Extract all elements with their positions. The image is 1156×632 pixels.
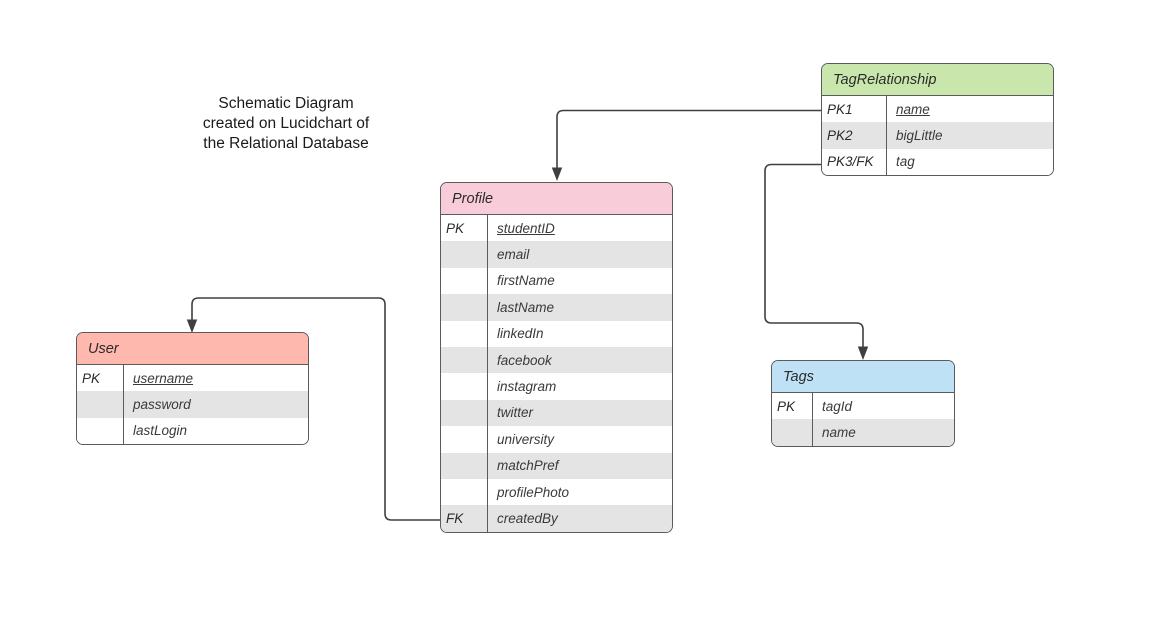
entity-tags-rows: PK tagId name [772, 393, 954, 446]
row-attribute: firstName [497, 273, 555, 289]
entity-user-rows: PK username password lastLogin [77, 365, 308, 445]
entity-tags[interactable]: Tags PK tagId name [771, 360, 955, 447]
diagram-caption: Schematic Diagram created on Lucidchart … [202, 95, 370, 152]
entity-user[interactable]: User PK username password lastLogin [76, 332, 309, 446]
row-attribute: twitter [497, 405, 534, 421]
row-key: PK3/FK [822, 148, 887, 176]
row-key: PK [772, 393, 813, 420]
row-key [441, 267, 488, 295]
row-key: PK1 [822, 96, 887, 123]
row-key [441, 294, 488, 321]
entity-tags-title: Tags [772, 361, 954, 393]
row-attribute: username [133, 370, 194, 386]
entity-profile-rows: PK studentID email firstName lastName li… [441, 215, 672, 532]
row-key [441, 373, 488, 400]
row-attribute: matchPref [497, 458, 559, 474]
entity-profile-title: Profile [441, 183, 672, 215]
table-row[interactable]: PK2 bigLittle [822, 122, 1053, 149]
row-key [441, 346, 488, 374]
row-attribute: name [822, 425, 856, 441]
table-row[interactable]: PK3/FK tag [822, 148, 1053, 176]
row-attribute: createdBy [497, 510, 558, 526]
row-key [441, 452, 488, 479]
table-row[interactable]: facebook [441, 346, 672, 374]
entity-tagrelationship-title: TagRelationship [822, 64, 1053, 96]
row-key: FK [441, 505, 488, 532]
row-key [441, 478, 488, 506]
table-row[interactable]: name [772, 419, 954, 446]
entity-profile[interactable]: Profile PK studentID email firstName las… [440, 182, 673, 533]
row-attribute: facebook [497, 352, 552, 368]
table-row[interactable]: lastLogin [77, 417, 308, 445]
row-attribute: studentID [497, 220, 555, 236]
row-attribute: password [133, 397, 191, 413]
table-row[interactable]: matchPref [441, 452, 672, 479]
row-attribute: university [497, 431, 555, 447]
row-attribute: instagram [497, 379, 557, 395]
row-attribute: lastName [497, 299, 555, 315]
table-row[interactable]: profilePhoto [441, 478, 672, 506]
row-key [441, 426, 488, 453]
row-key [772, 419, 813, 446]
row-key: PK [441, 215, 488, 242]
row-attribute: name [896, 101, 930, 117]
row-attribute: tagId [822, 398, 853, 414]
row-attribute: lastLogin [133, 423, 188, 439]
table-row[interactable]: firstName [441, 267, 672, 295]
row-key: PK2 [822, 122, 887, 149]
table-row[interactable]: PK1 name [822, 96, 1053, 123]
entity-tagrelationship-rows: PK1 name PK2 bigLittle PK3/FK tag [822, 96, 1053, 176]
entity-user-title: User [77, 333, 308, 365]
row-attribute: tag [896, 154, 915, 170]
table-row[interactable]: email [441, 241, 672, 268]
connector-tagrelationship-to-tags [764, 163, 869, 360]
row-key [77, 391, 124, 418]
table-row[interactable]: instagram [441, 373, 672, 400]
table-row[interactable]: PK studentID [441, 215, 672, 242]
connector-tagrelationship-to-profile [551, 109, 821, 181]
table-row[interactable]: twitter [441, 399, 672, 427]
table-row[interactable]: PK tagId [772, 393, 954, 420]
table-row[interactable]: PK username [77, 365, 308, 392]
row-attribute: email [497, 247, 530, 263]
table-row[interactable]: university [441, 426, 672, 453]
row-key [77, 417, 124, 445]
table-row[interactable]: lastName [441, 294, 672, 321]
row-key [441, 399, 488, 427]
table-row[interactable]: FK createdBy [441, 505, 672, 532]
row-attribute: bigLittle [896, 128, 943, 144]
row-attribute: linkedIn [497, 326, 544, 342]
table-row[interactable]: linkedIn [441, 320, 672, 347]
row-key: PK [77, 365, 124, 392]
row-attribute: profilePhoto [497, 484, 570, 500]
table-row[interactable]: password [77, 391, 308, 418]
entity-tagrelationship[interactable]: TagRelationship PK1 name PK2 bigLittle P… [821, 63, 1054, 177]
row-key [441, 241, 488, 268]
row-key [441, 320, 488, 347]
